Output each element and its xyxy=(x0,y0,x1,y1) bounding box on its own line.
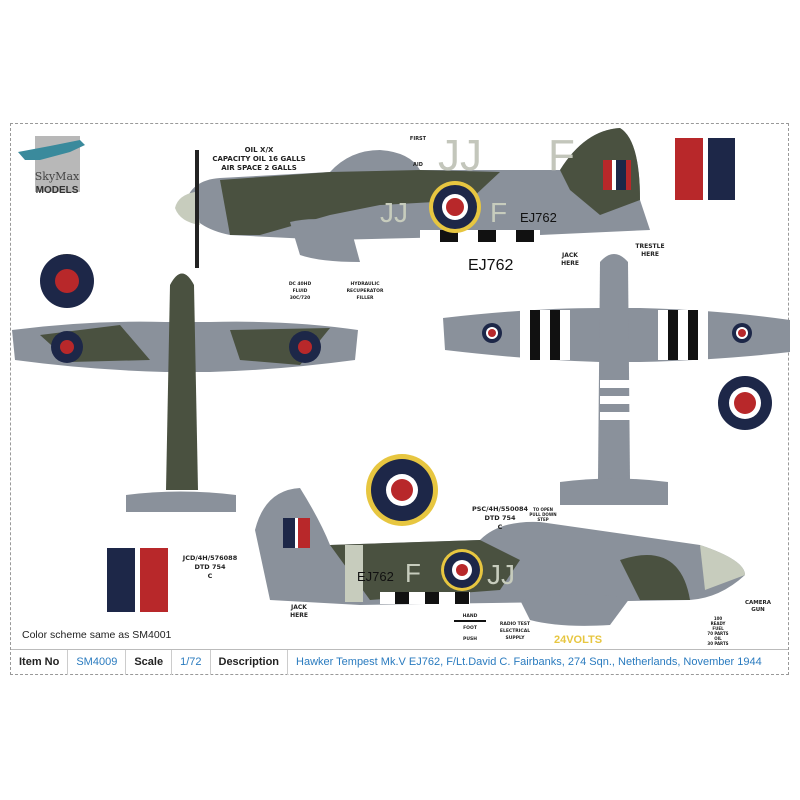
svg-text:70 PARTS: 70 PARTS xyxy=(707,631,728,636)
svg-text:OIL X/X: OIL X/X xyxy=(245,146,274,154)
svg-text:JJ: JJ xyxy=(380,197,408,228)
decal-sheet-border xyxy=(10,123,789,675)
svg-text:DTD 754: DTD 754 xyxy=(194,563,226,571)
svg-text:ELECTRICAL: ELECTRICAL xyxy=(500,628,530,634)
roundel-ab-loose xyxy=(366,454,438,526)
roundel-b-loose-left xyxy=(40,254,94,308)
svg-text:AIR SPACE 2 GALLS: AIR SPACE 2 GALLS xyxy=(221,164,297,172)
plan-view-upper xyxy=(12,273,358,512)
svg-text:PUSH: PUSH xyxy=(463,636,477,642)
svg-text:JCD/4H/576088: JCD/4H/576088 xyxy=(182,554,238,562)
svg-text:C: C xyxy=(208,572,213,580)
side-view-starboard: JJ F EJ762 EJ762 JJ F OIL X/X CAPACITY O… xyxy=(175,128,665,301)
svg-text:TO OPEN: TO OPEN xyxy=(533,507,553,512)
svg-text:JACK: JACK xyxy=(561,252,578,259)
svg-text:30C/720: 30C/720 xyxy=(290,295,311,301)
svg-text:SkyMax: SkyMax xyxy=(35,170,80,183)
svg-text:DC 40HD: DC 40HD xyxy=(289,281,312,287)
svg-text:F: F xyxy=(548,131,575,180)
svg-text:GUN: GUN xyxy=(751,607,765,613)
svg-text:C: C xyxy=(498,523,503,531)
svg-text:FUEL: FUEL xyxy=(712,626,724,631)
fin-flash-left xyxy=(107,548,168,612)
svg-text:HYDRAULIC: HYDRAULIC xyxy=(350,281,380,287)
svg-text:CAMERA: CAMERA xyxy=(745,600,772,606)
svg-text:PULL DOWN: PULL DOWN xyxy=(529,512,556,517)
plane-logo-icon xyxy=(18,140,85,160)
roundel-c-loose xyxy=(718,376,772,430)
svg-text:RECUPERATOR: RECUPERATOR xyxy=(347,288,384,294)
svg-text:FOOT: FOOT xyxy=(463,625,478,631)
svg-text:JJ: JJ xyxy=(438,131,482,180)
svg-text:MODELS: MODELS xyxy=(36,185,79,196)
svg-text:STEP: STEP xyxy=(537,517,548,522)
svg-text:100: 100 xyxy=(714,616,723,621)
scale-value: 1/72 xyxy=(172,650,211,675)
info-footer: Item No SM4009 Scale 1/72 Description Ha… xyxy=(11,649,788,675)
description-label: Description xyxy=(211,650,289,675)
svg-text:HERE: HERE xyxy=(641,251,659,258)
scale-label: Scale xyxy=(126,650,173,675)
svg-text:RADIO TEST: RADIO TEST xyxy=(500,621,531,627)
svg-text:24VOLTS: 24VOLTS xyxy=(554,634,602,646)
svg-text:CAPACITY OIL 16 GALLS: CAPACITY OIL 16 GALLS xyxy=(212,155,305,163)
svg-text:FIRST: FIRST xyxy=(410,136,427,142)
svg-text:JJ: JJ xyxy=(487,559,515,590)
color-scheme-note: Color scheme same as SM4001 xyxy=(22,629,172,641)
svg-text:OIL: OIL xyxy=(714,636,722,641)
svg-text:F: F xyxy=(490,197,507,228)
svg-text:EJ762: EJ762 xyxy=(357,569,394,584)
svg-text:SUPPLY: SUPPLY xyxy=(506,635,526,641)
svg-text:EJ762: EJ762 xyxy=(520,210,557,225)
svg-text:30 PARTS: 30 PARTS xyxy=(707,641,728,646)
svg-text:HERE: HERE xyxy=(290,612,308,619)
svg-text:F: F xyxy=(405,558,421,588)
propeller xyxy=(195,150,199,268)
item-no-label: Item No xyxy=(11,650,69,675)
svg-text:EJ762: EJ762 xyxy=(468,257,513,274)
svg-text:READY: READY xyxy=(711,621,726,626)
fin-flash-right xyxy=(675,138,735,200)
svg-text:TRESTLE: TRESTLE xyxy=(635,243,664,250)
side-view-port: F JJ EJ762 PSC/4H/550084 DTD 754 C TO OP… xyxy=(182,488,772,646)
svg-text:HAND: HAND xyxy=(463,613,478,619)
item-no-value: SM4009 xyxy=(68,650,127,675)
svg-text:FILLER: FILLER xyxy=(356,295,374,301)
svg-text:PSC/4H/550084: PSC/4H/550084 xyxy=(472,505,529,513)
svg-text:JACK: JACK xyxy=(290,604,307,611)
svg-text:HERE: HERE xyxy=(561,260,579,267)
svg-text:FLUID: FLUID xyxy=(293,288,308,294)
skymax-logo: SkyMax MODELS xyxy=(18,136,85,196)
plan-view-lower xyxy=(443,254,790,505)
svg-text:AID: AID xyxy=(413,162,423,168)
description-value: Hawker Tempest Mk.V EJ762, F/Lt.David C.… xyxy=(296,656,762,668)
svg-text:DTD 754: DTD 754 xyxy=(484,514,516,522)
